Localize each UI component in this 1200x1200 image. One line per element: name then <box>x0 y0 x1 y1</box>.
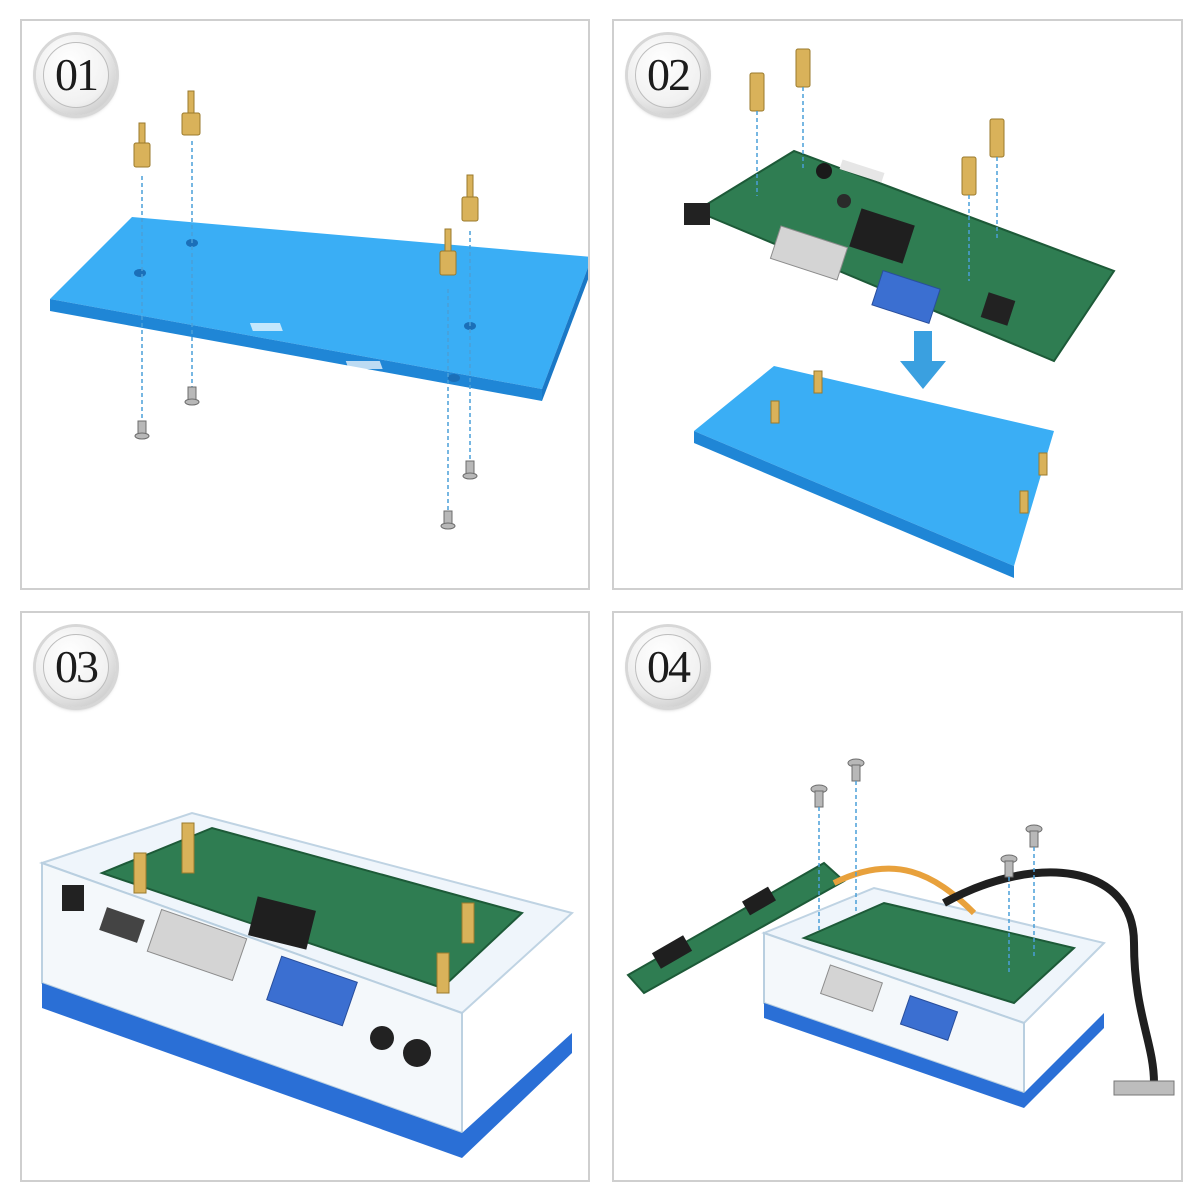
hdmi-port <box>99 907 145 943</box>
step-panel-2: 02 <box>612 19 1183 590</box>
step-panel-4: 04 <box>612 611 1183 1182</box>
screws <box>134 386 478 530</box>
base-plate-assembly-illustration <box>50 90 588 530</box>
step-badge: 01 <box>36 35 116 115</box>
guide-lines <box>756 87 998 281</box>
step-number: 03 <box>55 641 99 692</box>
step-panel-1: 01 <box>20 19 590 590</box>
main-chip <box>849 208 915 264</box>
step-number: 02 <box>647 49 691 100</box>
acrylic-base-plate <box>694 366 1054 566</box>
board-mount-illustration <box>684 48 1116 578</box>
power-cable <box>832 865 977 916</box>
mount-hole <box>448 374 460 382</box>
main-chip <box>248 896 316 950</box>
lvds-connector <box>1113 1080 1175 1096</box>
step-badge-ring <box>635 634 701 700</box>
brass-standoffs <box>133 822 475 994</box>
enclosure-assembly-illustration <box>38 811 575 1158</box>
screws <box>810 758 1043 878</box>
vga-port <box>266 955 358 1027</box>
acrylic-base-plate <box>50 217 588 389</box>
step-badge: 03 <box>36 627 116 707</box>
acrylic-plate-edge <box>50 299 542 401</box>
acrylic-plate-edge <box>694 431 1014 578</box>
step-number: 01 <box>55 49 99 100</box>
mount-hole <box>134 269 146 277</box>
dvi-port <box>819 964 883 1012</box>
step-number: 04 <box>647 641 691 692</box>
mounted-standoffs <box>770 370 1048 514</box>
audio-jack <box>980 292 1016 326</box>
controller-pcb <box>693 149 1116 363</box>
controller-pcb <box>801 901 1077 1005</box>
vga-port <box>899 995 959 1041</box>
step-badge: 04 <box>628 627 708 707</box>
lvds-cable <box>942 868 1158 1084</box>
vga-port <box>871 269 941 325</box>
dvi-port <box>146 908 248 982</box>
step-panel-3: 03 <box>20 611 590 1182</box>
down-arrow-icon <box>900 331 946 389</box>
step-badge-ring <box>635 42 701 108</box>
audio-jack <box>403 1039 431 1067</box>
audio-jack <box>370 1026 394 1050</box>
step-badge: 02 <box>628 35 708 115</box>
power-jack <box>684 203 710 225</box>
guide-lines <box>141 141 471 529</box>
brass-standoffs <box>133 90 479 276</box>
brass-standoffs <box>749 48 1005 196</box>
step-badge-ring <box>43 634 109 700</box>
dvi-port <box>769 225 849 281</box>
final-wiring-illustration <box>626 758 1175 1108</box>
guide-lines <box>818 781 1035 973</box>
step-badge-ring <box>43 42 109 108</box>
power-jack <box>62 885 84 911</box>
controller-pcb <box>99 826 524 990</box>
